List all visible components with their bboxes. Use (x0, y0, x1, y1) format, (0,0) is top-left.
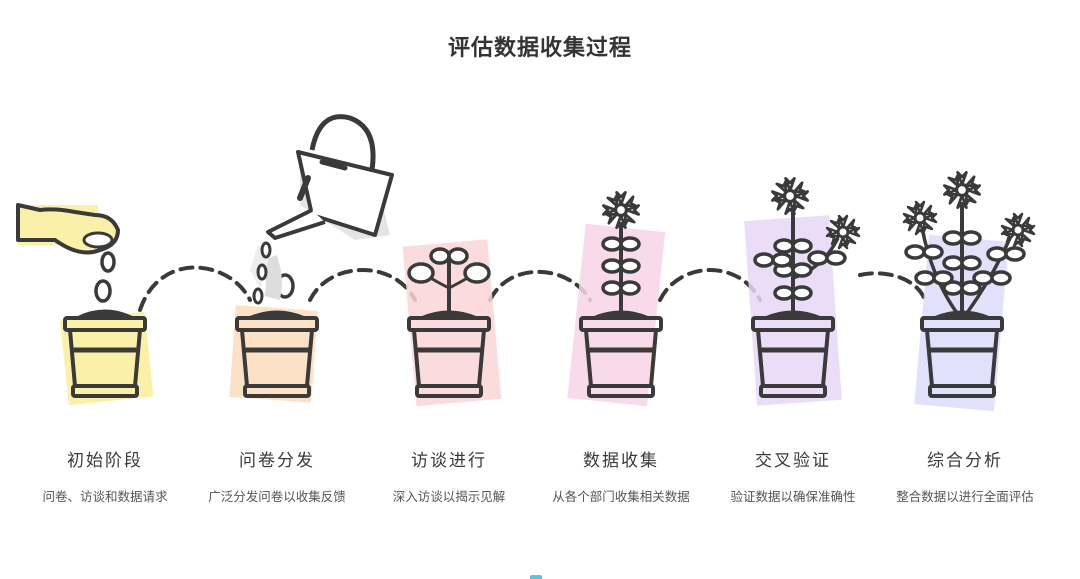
stage-4-desc: 从各个部门收集相关数据 (541, 487, 701, 506)
stage-2: 问卷分发 广泛分发问卷以收集反馈 (197, 446, 357, 506)
page-indicator (530, 575, 542, 579)
stage-2-title: 问卷分发 (197, 446, 357, 471)
hand-seed-icon (18, 205, 118, 271)
stage-1-desc: 问卷、访谈和数据请求 (25, 487, 185, 506)
stage-5-title: 交叉验证 (713, 446, 873, 471)
stage-3-title: 访谈进行 (369, 446, 529, 471)
stage-3-desc: 深入访谈以揭示见解 (369, 487, 529, 506)
connector-2 (310, 270, 415, 300)
stage-6: 综合分析 整合数据以进行全面评估 (885, 446, 1045, 506)
stage-6-title: 综合分析 (885, 446, 1045, 471)
stage-6-illustration (904, 172, 1034, 411)
stage-3-illustration (403, 239, 502, 406)
stage-1-illustration (60, 281, 153, 405)
stage-6-desc: 整合数据以进行全面评估 (885, 487, 1045, 506)
stage-2-desc: 广泛分发问卷以收集反馈 (197, 487, 357, 506)
stage-1-title: 初始阶段 (25, 446, 185, 471)
connector-3 (490, 272, 590, 300)
connector-1 (140, 268, 250, 311)
stage-2-illustration (229, 258, 317, 403)
stage-5: 交叉验证 验证数据以确保准确性 (713, 446, 873, 506)
stage-5-desc: 验证数据以确保准确性 (713, 487, 873, 506)
stage-1: 初始阶段 问卷、访谈和数据请求 (25, 446, 185, 506)
connector-4 (660, 270, 760, 300)
stage-5-illustration (744, 178, 859, 405)
stage-4-illustration (567, 192, 665, 406)
stage-3: 访谈进行 深入访谈以揭示见解 (369, 446, 529, 506)
stage-4-title: 数据收集 (541, 446, 701, 471)
stage-4: 数据收集 从各个部门收集相关数据 (541, 446, 701, 506)
